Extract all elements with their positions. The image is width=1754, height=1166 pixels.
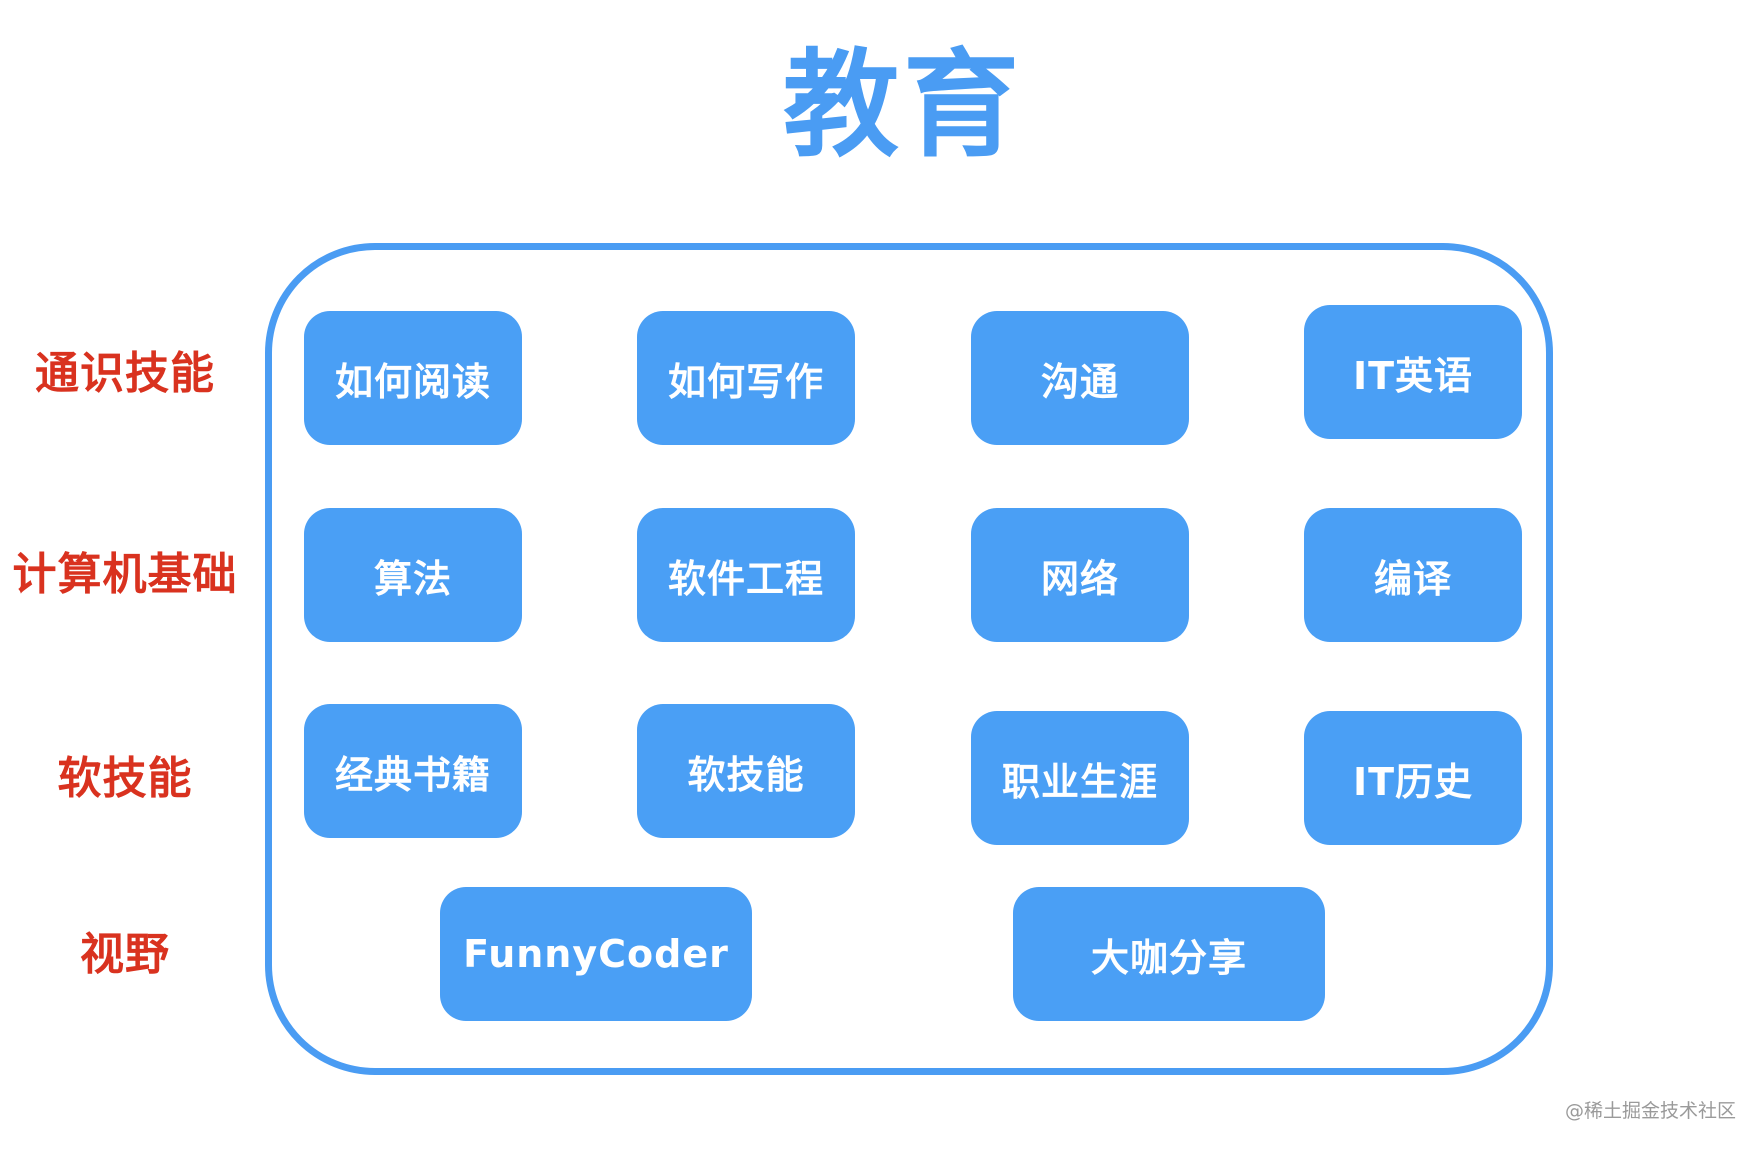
topic-tile[interactable]: 软技能 <box>637 704 855 838</box>
topic-tile[interactable]: IT历史 <box>1304 711 1522 845</box>
watermark: @稀土掘金技术社区 <box>1564 1100 1736 1122</box>
row-label-cs-fundamentals: 计算机基础 <box>12 549 238 600</box>
topic-tile[interactable]: 大咖分享 <box>1013 887 1325 1021</box>
row-label-general-skills: 通识技能 <box>35 348 215 399</box>
diagram-title: 教育 <box>783 38 1023 173</box>
topic-tile[interactable]: 软件工程 <box>637 508 855 642</box>
topic-tile[interactable]: 经典书籍 <box>304 704 522 838</box>
topic-tile[interactable]: IT英语 <box>1304 305 1522 439</box>
topic-tile[interactable]: 如何写作 <box>637 311 855 445</box>
category-frame <box>265 243 1553 1075</box>
topic-tile[interactable]: 网络 <box>971 508 1189 642</box>
row-label-vision: 视野 <box>80 929 170 980</box>
row-label-soft-skills: 软技能 <box>57 753 193 804</box>
topic-tile[interactable]: 算法 <box>304 508 522 642</box>
topic-tile[interactable]: 如何阅读 <box>304 311 522 445</box>
topic-tile[interactable]: 编译 <box>1304 508 1522 642</box>
topic-tile[interactable]: FunnyCoder <box>440 887 752 1021</box>
topic-tile[interactable]: 沟通 <box>971 311 1189 445</box>
topic-tile[interactable]: 职业生涯 <box>971 711 1189 845</box>
